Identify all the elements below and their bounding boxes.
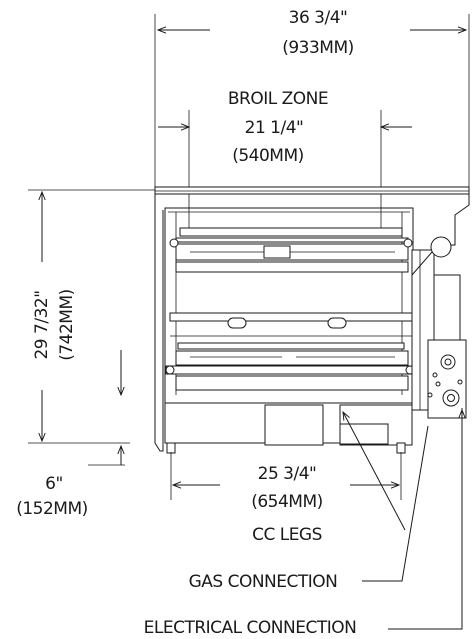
leg-right [396, 442, 406, 454]
leg-left [166, 442, 176, 454]
mid-rail [169, 312, 413, 337]
broiler-body [154, 186, 470, 454]
electrical-leader-line [388, 408, 463, 630]
leg-spacing-metric: (654MM) [251, 492, 323, 512]
broil-zone-dimension: BROIL ZONE 21 1/4" (540MM) [158, 89, 412, 230]
leg-spacing-dimension: 25 3/4" (654MM) CC LEGS [170, 452, 402, 545]
electrical-connection-callout: ELECTRICAL CONNECTION [144, 408, 462, 638]
leg-spacing-imperial: 25 3/4" [258, 464, 317, 484]
control-knob [430, 236, 452, 258]
broil-zone-label: BROIL ZONE [228, 89, 328, 109]
overall-width-metric: (933MM) [282, 38, 354, 58]
overall-width-imperial: 36 3/4" [289, 8, 348, 28]
leg-spacing-note: CC LEGS [252, 525, 322, 545]
electrical-connection-label: ELECTRICAL CONNECTION [144, 618, 357, 638]
gas-connection-label: GAS CONNECTION [189, 572, 338, 592]
height-metric: (742MM) [57, 289, 77, 361]
leg-height-imperial: 6" [45, 474, 63, 494]
right-side-top [448, 194, 470, 246]
control-box [339, 236, 467, 445]
left-side-panel [154, 194, 164, 452]
rail-slot-right [327, 317, 347, 329]
leg-height-metric: (152MM) [16, 499, 88, 519]
upper-burner [169, 227, 413, 273]
broil-zone-metric: (540MM) [232, 146, 304, 166]
broil-zone-imperial: 21 1/4" [245, 118, 304, 138]
rail-slot-left [227, 317, 247, 329]
overall-width-dimension: 36 3/4" (933MM) [154, 8, 470, 190]
leg-height-dimension: 6" (152MM) [16, 446, 125, 519]
height-dimension: 29 7/32" (742MM) [28, 189, 155, 444]
drip-pan [264, 404, 324, 446]
gas-connection-callout: GAS CONNECTION [189, 412, 429, 592]
top-cap [154, 186, 470, 195]
gas-arrow [343, 412, 406, 531]
lower-burner [165, 342, 415, 391]
gas-leader-line [362, 425, 429, 582]
height-imperial: 29 7/32" [32, 290, 52, 359]
